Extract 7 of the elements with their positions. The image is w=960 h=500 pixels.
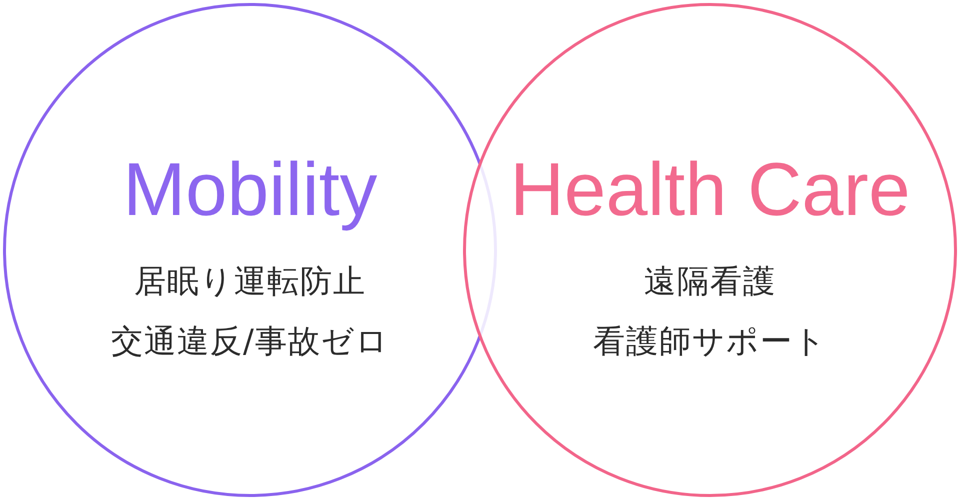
item-text: 遠隔看護 (644, 261, 776, 301)
item-text: 看護師サポート (593, 321, 827, 361)
venn-circle (463, 3, 957, 497)
item-text: 交通違反/事故ゼロ (111, 321, 389, 361)
circle-heading: Health Care (510, 147, 910, 231)
circle-heading: Mobility (123, 147, 378, 231)
item-text: 居眠り運転防止 (134, 261, 366, 301)
